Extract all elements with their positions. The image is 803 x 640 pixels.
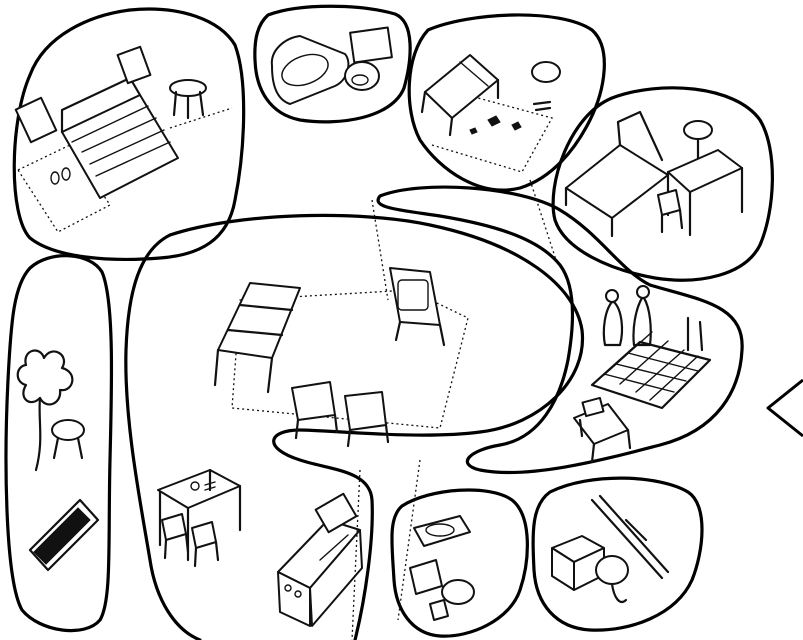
zone-utility-room bbox=[533, 478, 702, 630]
zone-garden-terrace bbox=[6, 256, 111, 631]
entrance-arrow-icon bbox=[768, 380, 803, 436]
zone-bedroom-child bbox=[409, 15, 604, 190]
zone-bathroom-lower bbox=[392, 490, 527, 636]
zone-dining-area bbox=[158, 470, 240, 566]
zone-bedroom-study bbox=[553, 88, 772, 280]
zone-bathroom-upper bbox=[255, 6, 410, 122]
zone-kitchen bbox=[278, 494, 362, 626]
zone-bedroom-double bbox=[14, 9, 243, 259]
